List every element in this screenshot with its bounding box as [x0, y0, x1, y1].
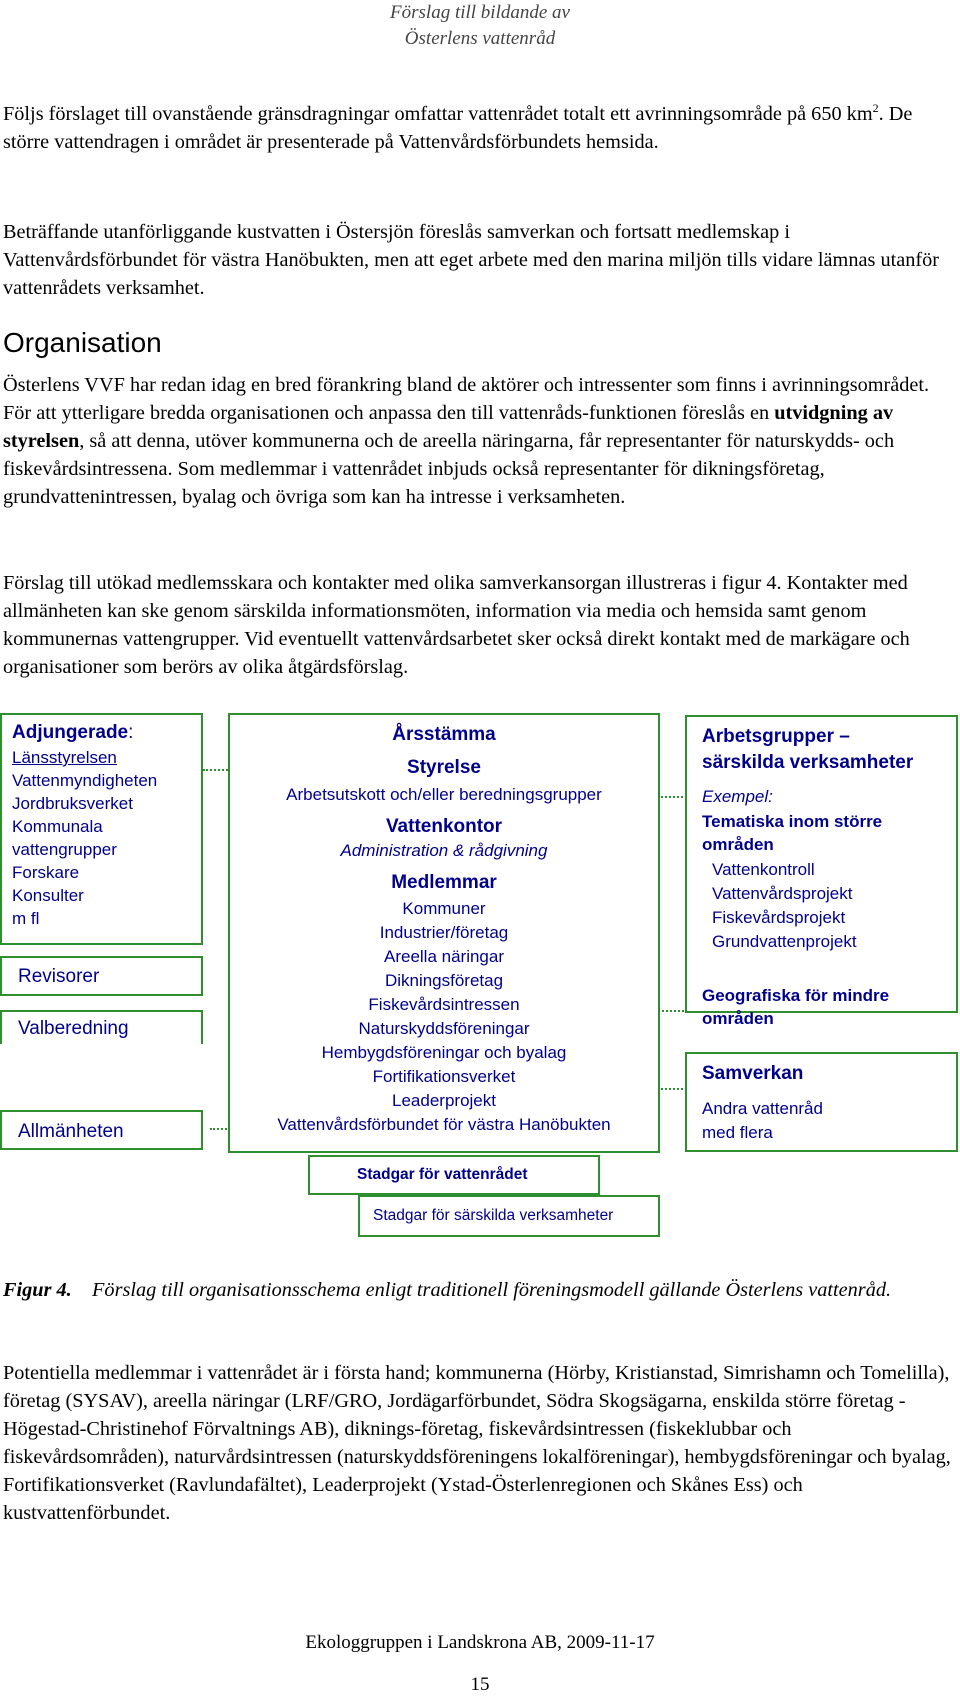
tematiska-item: Vattenkontroll — [712, 860, 815, 879]
stadgar-sarskilda-box — [358, 1195, 660, 1237]
adjungerade-item: Forskare — [12, 863, 80, 882]
central-organisation-box — [228, 713, 660, 1153]
valberedning-label: Valberedning — [18, 1018, 129, 1039]
page-header: Förslag till bildande av Österlens vatte… — [0, 0, 960, 52]
tematiska-item: Fiskevårdsprojekt — [712, 908, 846, 927]
figure-caption-text: Förslag till organisationsschema enligt … — [92, 1279, 892, 1301]
figure-caption: Figur 4. Förslag till organisationsschem… — [3, 1276, 953, 1304]
medlemmar: Medlemmar — [391, 872, 497, 893]
member-item: Areella näringar — [383, 947, 504, 966]
arbetsgrupper-subtitle: särskilda verksamheter — [702, 752, 914, 773]
paragraph-3: Österlens VVF har redan idag en bred för… — [3, 371, 953, 511]
member-item: Hembygdsföreningar och byalag — [321, 1043, 567, 1062]
arsstamma: Årsstämma — [392, 724, 496, 745]
exempel-label: Exempel: — [702, 787, 773, 806]
paragraph-1-text: Följs förslaget till ovanstående gränsdr… — [3, 103, 873, 125]
connector-arbetsgrupper — [637, 796, 687, 798]
figure-label: Figur 4. — [3, 1279, 72, 1301]
adjungerade-item: Jordbruksverket — [12, 794, 133, 813]
paragraph-2: Beträffande utanförliggande kustvatten i… — [3, 221, 940, 299]
adjungerade-item: Länsstyrelsen — [12, 748, 117, 767]
geografiska-heading: Geografiska för mindre — [702, 986, 890, 1005]
adjungerade-colon: : — [128, 722, 134, 743]
geografiska-heading-2: områden — [702, 1009, 774, 1028]
allmanheten-box — [0, 1110, 203, 1150]
styrelse: Styrelse — [407, 757, 481, 778]
connector-allmanheten — [210, 1128, 230, 1130]
adjungerade-title: Adjungerade: — [12, 722, 133, 744]
adjungerade-item: vattengrupper — [12, 840, 117, 859]
member-item: Kommuner — [402, 899, 486, 918]
administration: Administration & rådgivning — [340, 841, 548, 860]
adjungerade-item: Vattenmyndigheten — [12, 771, 158, 790]
paragraph-3-text: Österlens VVF har redan idag en bred för… — [3, 374, 930, 424]
revisorer-label: Revisorer — [18, 966, 100, 987]
section-heading: Organisation — [3, 327, 162, 358]
member-item: Naturskyddsföreningar — [358, 1019, 530, 1038]
paragraph-5: Potentiella medlemmar i vattenrådet är i… — [3, 1362, 951, 1524]
member-item: Fiskevårdsintressen — [368, 995, 520, 1014]
paragraph-1-text-end: . De större vattendragen i området är pr… — [3, 103, 913, 153]
valberedning-box — [0, 1010, 203, 1044]
arbetsgrupper-box — [685, 715, 958, 1013]
adjungerade-item: Kommunala — [12, 817, 103, 836]
samverkan-title: Samverkan — [702, 1063, 804, 1084]
member-item: Industrier/företag — [379, 923, 509, 942]
arbetsgrupper-title: Arbetsgrupper – — [702, 726, 850, 747]
stadgar-vattenradet-box — [308, 1155, 600, 1195]
samverkan-line-2: med flera — [702, 1123, 773, 1142]
member-item: Leaderprojekt — [392, 1091, 496, 1110]
header-line-2: Österlens vattenråd — [404, 28, 556, 49]
tematiska-item: Vattenvårdsprojekt — [712, 884, 853, 903]
stadgar-sarskilda-label: Stadgar för särskilda verksamheter — [373, 1207, 614, 1224]
vattenkontor: Vattenkontor — [385, 816, 503, 837]
member-item: Dikningsföretag — [384, 971, 504, 990]
page-number: 15 — [470, 1674, 490, 1695]
samverkan-box — [685, 1052, 958, 1152]
member-item: Vattenvårdsförbundet för västra Hanöbukt… — [277, 1115, 611, 1134]
stadgar-vattenradet-label: Stadgar för vattenrådet — [357, 1166, 528, 1183]
header-line-1: Förslag till bildande av — [390, 2, 570, 23]
member-item: Fortifikationsverket — [372, 1067, 516, 1086]
tematiska-item: Grundvattenprojekt — [712, 932, 857, 951]
superscript: 2 — [872, 101, 879, 116]
adjungerade-item: m fl — [12, 909, 40, 928]
paragraph-3-text-end: , så att denna, utöver kommunerna och de… — [3, 430, 895, 508]
arbetsutskott: Arbetsutskott och/eller beredningsgruppe… — [286, 785, 602, 804]
adjungerade-box — [0, 713, 203, 945]
adjungerade-item: Konsulter — [12, 886, 84, 905]
paragraph-4: Förslag till utökad medlemsskara och kon… — [3, 572, 910, 678]
allmanheten-label: Allmänheten — [18, 1121, 124, 1142]
page-footer: Ekologgruppen i Landskrona AB, 2009-11-1… — [305, 1632, 655, 1653]
paragraph-3-bold: utvidgning av styrelsen — [3, 402, 894, 452]
adjungerade-title-text: Adjungerade — [12, 722, 129, 743]
revisorer-box — [0, 956, 203, 996]
paragraph-1: Följs förslaget till ovanstående gränsdr… — [3, 100, 953, 156]
tematiska-heading-2: områden — [702, 835, 774, 854]
tematiska-heading: Tematiska inom större — [702, 812, 883, 831]
samverkan-line-1: Andra vattenråd — [702, 1099, 823, 1118]
